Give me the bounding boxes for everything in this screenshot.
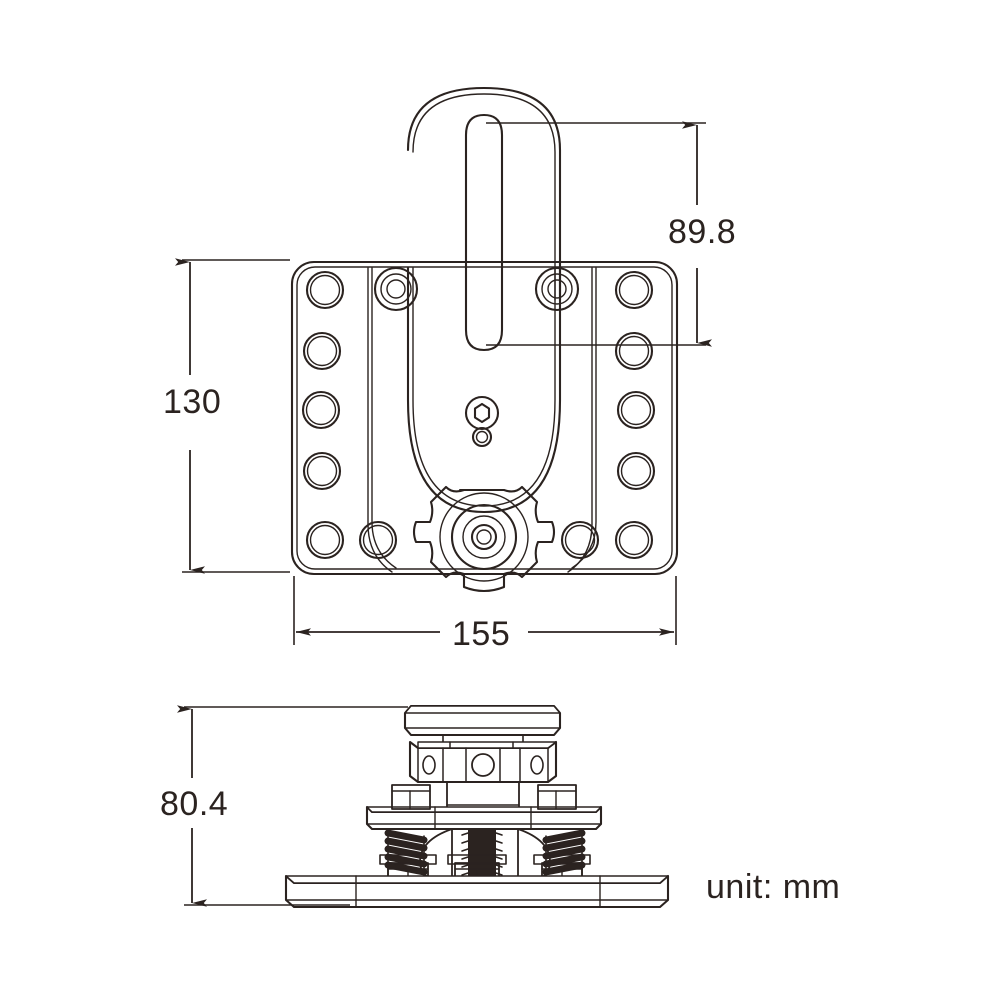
adjustment-slot	[464, 113, 504, 352]
dimension-label-155: 155	[452, 615, 511, 653]
dimension-label-80-4: 80.4	[160, 785, 229, 823]
coil-spring-left	[384, 829, 428, 876]
hex-socket-screw	[464, 395, 500, 431]
dimension-130	[175, 258, 290, 574]
coil-spring-right	[542, 829, 586, 876]
plate-lower-holes	[358, 520, 600, 560]
side-view-dimensions	[177, 705, 408, 907]
spring-seat-plates	[379, 854, 591, 865]
clamp-block	[408, 740, 558, 784]
flange-plate	[365, 805, 603, 831]
pivot-bolt-left	[373, 266, 419, 312]
small-hex-fastener	[471, 426, 493, 448]
side-view-group	[284, 704, 670, 909]
mounting-holes-right	[614, 270, 656, 560]
adjustment-knob	[412, 485, 556, 593]
flange-nut-right	[537, 784, 577, 810]
dimension-label-130: 130	[163, 383, 222, 421]
mounting-holes-left	[301, 270, 345, 560]
dimension-label-89-8: 89.8	[668, 213, 737, 251]
bracket-body	[406, 266, 562, 514]
dimension-155	[293, 576, 677, 645]
unit-note-label: unit: mm	[706, 868, 841, 906]
base-plate	[284, 874, 670, 909]
dimension-89-8	[486, 121, 712, 347]
knob-disc	[403, 704, 562, 737]
plate-crease-lines	[367, 267, 597, 573]
front-view-group	[290, 86, 679, 593]
pivot-bolt-right	[534, 266, 580, 312]
front-view-dimensions	[175, 121, 712, 645]
slotted-arm	[406, 86, 562, 302]
flange-nut-left	[391, 784, 431, 810]
dimension-80-4	[177, 705, 408, 907]
